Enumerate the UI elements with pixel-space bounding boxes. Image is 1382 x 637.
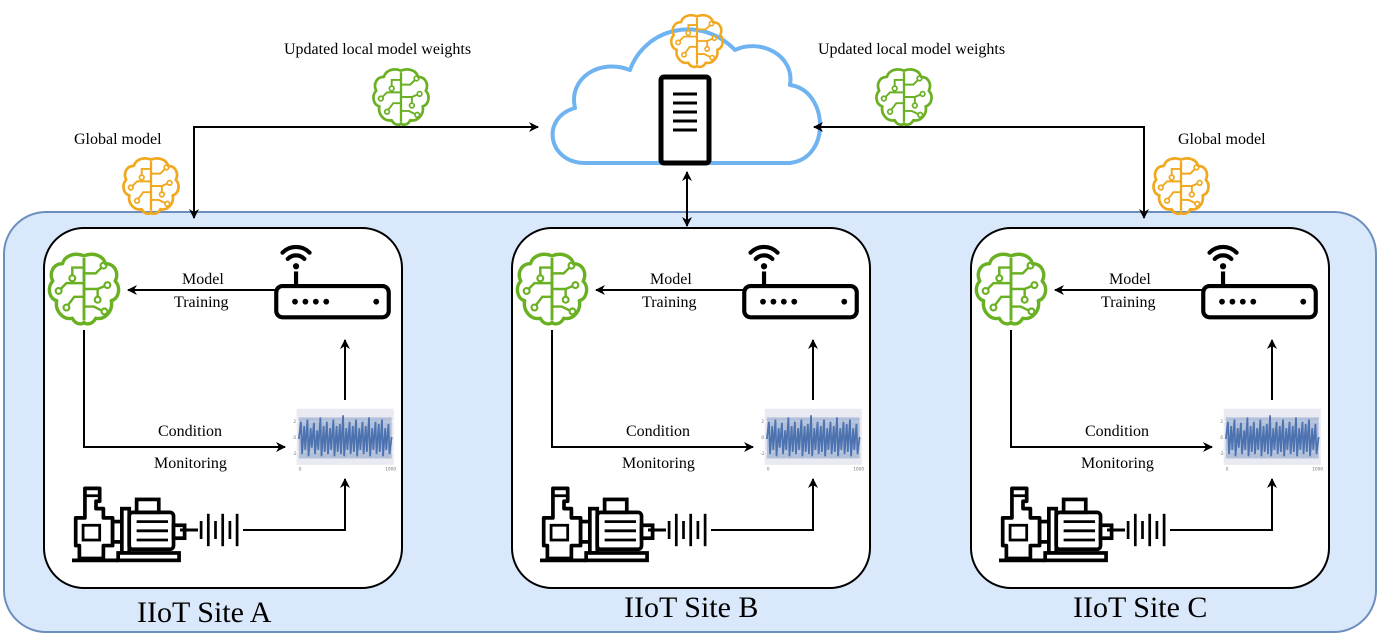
vibration-chart-icon [291,407,396,472]
sensor-to-signal-arrow [243,478,350,531]
site-a: Model Training Condition Monitoring IIoT… [43,227,403,629]
right-updated-label: Updated local model weights [818,41,1005,58]
site-c: Model Training Condition Monitoring IIoT… [970,227,1330,624]
monitoring-label: Monitoring [622,455,695,472]
site-name: IIoT Site C [1073,591,1207,624]
site-name: IIoT Site B [624,591,758,624]
brain-circuit-icon [875,68,933,127]
left-global-label: Global model [74,131,162,148]
site-b: Model Training Condition Monitoring IIoT… [511,227,871,624]
left-connector [189,122,539,219]
sensor-to-signal-arrow [1170,478,1277,531]
condition-label: Condition [158,423,222,440]
training-label: Training [1101,294,1156,311]
vibration-chart-icon [1218,407,1323,472]
right-global-label: Global model [1178,131,1266,148]
condition-label: Condition [1085,423,1149,440]
vibration-chart-icon [759,407,864,472]
sensor-to-signal-arrow [711,478,818,531]
condition-monitoring-arrow [1010,330,1213,452]
model-label: Model [182,271,224,288]
left-updated-label: Updated local model weights [284,41,471,58]
brain-circuit-icon [122,157,180,216]
model-label: Model [1109,271,1151,288]
training-label: Training [642,294,697,311]
brain-circuit-icon [1152,157,1210,216]
monitoring-label: Monitoring [1081,455,1154,472]
server-icon [658,74,712,166]
brain-circuit-icon [372,68,430,127]
right-connector [813,122,1149,219]
site-name: IIoT Site A [137,596,272,629]
condition-monitoring-arrow [83,330,286,452]
training-label: Training [174,294,229,311]
monitoring-label: Monitoring [154,455,227,472]
condition-label: Condition [626,423,690,440]
condition-monitoring-arrow [551,330,754,452]
model-label: Model [650,271,692,288]
